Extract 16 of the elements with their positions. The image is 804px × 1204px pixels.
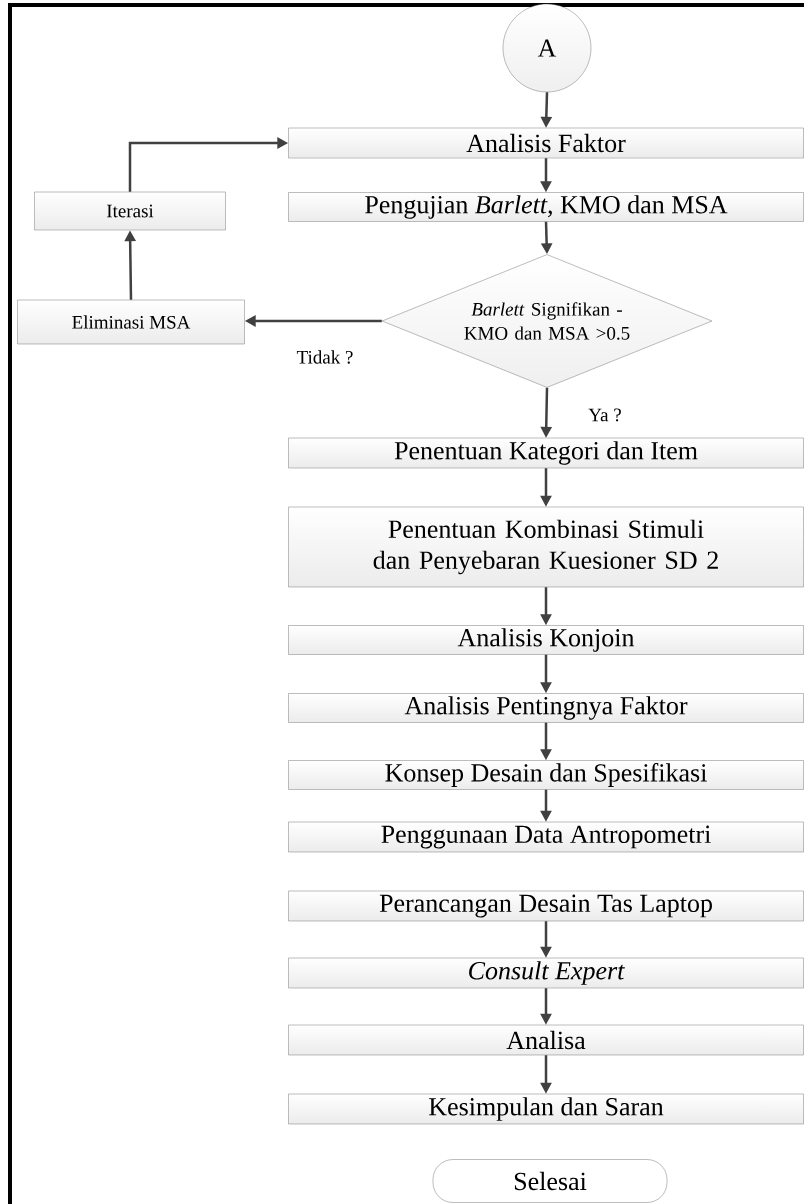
- process-box: Penentuan Kombinasi Stimuli dan Penyebaran Kuesioner SD 2: [288, 506, 804, 588]
- process-box: Penggunaan Data Antropometri: [288, 821, 804, 853]
- process-box: Perancangan Desain Tas Laptop: [288, 890, 804, 922]
- process-box: Consult Expert: [288, 957, 804, 989]
- edge-label: Ya ?: [587, 407, 623, 423]
- process-box: Eliminasi MSA: [17, 299, 245, 345]
- process-box: Analisis Konjoin: [288, 625, 804, 655]
- process-box: Konsep Desain dan Spesifikasi: [288, 760, 804, 790]
- process-box: Analisis Faktor: [288, 127, 804, 159]
- process-box: Analisa: [288, 1024, 804, 1056]
- process-box: Penentuan Kategori dan Item: [288, 437, 804, 469]
- process-box: Pengujian Barlett, KMO dan MSA: [288, 192, 804, 222]
- process-box: Analisis Pentingnya Faktor: [288, 693, 804, 723]
- edge-label: Tidak ?: [295, 349, 355, 365]
- process-box: Iterasi: [34, 191, 226, 231]
- process-box: Kesimpulan dan Saran: [288, 1093, 804, 1125]
